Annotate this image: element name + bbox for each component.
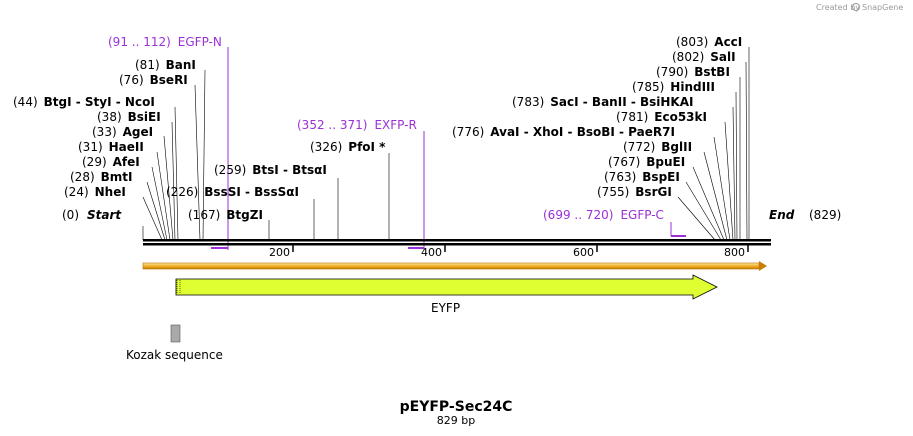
watermark-prefix: Created by	[816, 3, 860, 12]
end-label: End	[769, 208, 795, 222]
site-nhei[interactable]: (24)NheI	[64, 185, 126, 199]
sites-right: (803)AccI (802)SalI (790)BstBI (785)Hind…	[452, 35, 742, 199]
tick-label-400: 400	[421, 246, 442, 259]
site-bpuei[interactable]: (767)BpuEI	[608, 155, 685, 169]
site-bsiei[interactable]: (38)BsiEI	[97, 110, 161, 124]
map-title: pEYFP-Sec24C	[400, 399, 513, 415]
site-sali[interactable]: (802)SalI	[672, 50, 736, 64]
feature-kozak[interactable]	[170, 324, 181, 343]
site-bsrgi[interactable]: (755)BsrGI	[597, 185, 672, 199]
primer-label-egfp-n[interactable]: (91 .. 112)EGFP-N	[108, 35, 222, 49]
tick-label-600: 600	[573, 246, 594, 259]
site-agei[interactable]: (33)AgeI	[92, 125, 153, 139]
site-bglii[interactable]: (772)BglII	[623, 140, 692, 154]
primer-markers	[211, 47, 686, 250]
site-avai-xhoi-bsobi-paer7i[interactable]: (776)AvaI - XhoI - BsoBI - PaeR7I	[452, 125, 675, 139]
site-bani[interactable]: (81)BanI	[135, 58, 196, 72]
site-btgi-styi-ncoi[interactable]: (44)BtgI - StyI - NcoI	[13, 95, 155, 109]
feature-eyfp[interactable]	[175, 274, 718, 300]
site-leader-lines	[142, 47, 750, 241]
site-hindiii[interactable]: (785)HindIII	[632, 80, 715, 94]
sites-left: (81)BanI (76)BseRI (44)BtgI - StyI - Nco…	[13, 58, 196, 199]
site-haeii[interactable]: (31)HaeII	[78, 140, 144, 154]
watermark-brand: SnapGene	[862, 3, 903, 12]
primer-label-egfp-c[interactable]: (699 .. 720)EGFP-C	[543, 208, 664, 222]
site-bstbi[interactable]: (790)BstBI	[656, 65, 730, 79]
snapgene-watermark: Created by SnapGene	[816, 3, 903, 12]
sequence-backbone	[143, 239, 771, 252]
tick-label-200: 200	[269, 246, 290, 259]
site-eco53ki[interactable]: (781)Eco53kI	[616, 110, 707, 124]
site-btsi-btsai[interactable]: (259)BtsI - BtsαI	[214, 163, 327, 177]
start-position: (0)	[62, 208, 79, 222]
site-btgzi[interactable]: (167)BtgZI	[188, 208, 263, 222]
map-length: 829 bp	[437, 414, 475, 427]
start-label: Start	[87, 208, 122, 222]
feature-label-kozak: Kozak sequence	[126, 348, 223, 362]
site-bmti[interactable]: (28)BmtI	[70, 170, 133, 184]
backbone-orientation-arrow	[142, 261, 767, 271]
sites-middle: (259)BtsI - BtsαI (226)BssSI - BssSαI (1…	[166, 140, 386, 222]
tick-label-800: 800	[724, 246, 745, 259]
site-acci[interactable]: (803)AccI	[676, 35, 742, 49]
site-afei[interactable]: (29)AfeI	[82, 155, 140, 169]
primer-label-exfp-r[interactable]: (352 .. 371)EXFP-R	[297, 118, 417, 132]
site-bspei[interactable]: (763)BspEI	[604, 170, 680, 184]
feature-label-eyfp: EYFP	[431, 301, 460, 315]
snapgene-logo-icon	[852, 3, 860, 11]
end-position: (829)	[809, 208, 841, 222]
site-bsssi-bsssai[interactable]: (226)BssSI - BssSαI	[166, 185, 299, 199]
site-bseri[interactable]: (76)BseRI	[119, 73, 188, 87]
site-pfoi[interactable]: (326)PfoI *	[310, 140, 386, 154]
site-saci-banii-bsihkai[interactable]: (783)SacI - BanII - BsiHKAI	[512, 95, 693, 109]
